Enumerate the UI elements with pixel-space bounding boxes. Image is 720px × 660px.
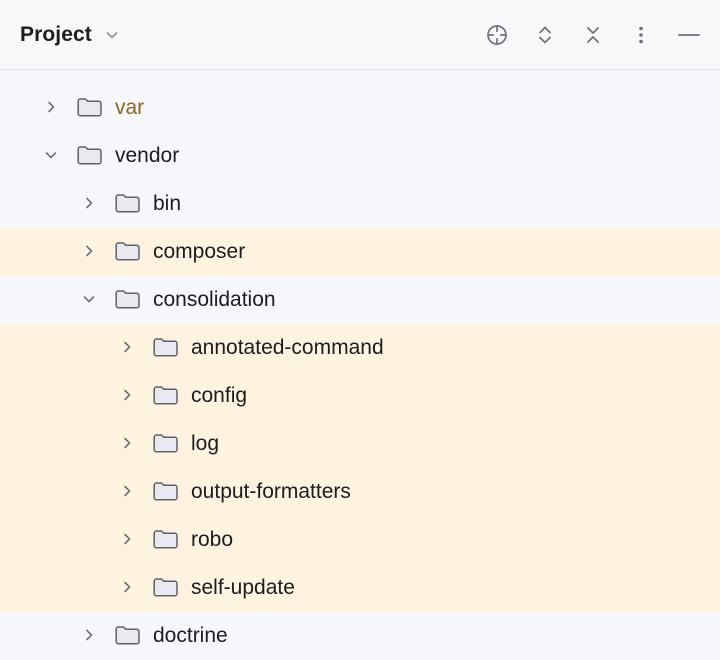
expand-all-button[interactable] xyxy=(532,22,558,48)
tree-row-label: composer xyxy=(153,239,246,263)
tree-row[interactable]: log xyxy=(0,419,720,467)
folder-icon xyxy=(76,131,103,179)
chevron-right-icon[interactable] xyxy=(114,515,140,563)
tree-row-label: log xyxy=(191,431,220,455)
folder-icon xyxy=(76,83,103,131)
chevron-right-icon[interactable] xyxy=(114,419,140,467)
tree-row-label: output-formatters xyxy=(191,479,351,503)
project-title-dropdown[interactable]: Project xyxy=(20,24,121,45)
vertical-dots-icon xyxy=(628,22,654,48)
chevron-right-icon[interactable] xyxy=(76,611,102,659)
tree-row[interactable]: consolidation xyxy=(0,275,720,323)
tree-row-label: var xyxy=(115,95,145,119)
folder-icon xyxy=(152,467,179,515)
folder-icon xyxy=(152,371,179,419)
tree-row[interactable]: bin xyxy=(0,179,720,227)
tree-row-label: robo xyxy=(191,527,234,551)
tree-row[interactable]: self-update xyxy=(0,563,720,611)
chevron-right-icon[interactable] xyxy=(114,323,140,371)
chevron-right-icon[interactable] xyxy=(114,467,140,515)
tree-row-label: doctrine xyxy=(153,623,228,647)
chevron-right-icon[interactable] xyxy=(114,371,140,419)
collapse-all-button[interactable] xyxy=(580,22,606,48)
tree-row-label: bin xyxy=(153,191,182,215)
tree-row[interactable]: vendor xyxy=(0,131,720,179)
chevron-right-icon[interactable] xyxy=(76,227,102,275)
tree-row-label: annotated-command xyxy=(191,335,384,359)
tree-row[interactable]: config xyxy=(0,371,720,419)
chevron-down-icon[interactable] xyxy=(103,26,121,44)
folder-icon xyxy=(152,323,179,371)
tree-row[interactable]: annotated-command xyxy=(0,323,720,371)
folder-icon xyxy=(152,563,179,611)
project-file-tree[interactable]: var vendor bin composer consolidation annotat… xyxy=(0,70,720,660)
folder-icon xyxy=(114,611,141,659)
chevron-down-icon[interactable] xyxy=(38,131,64,179)
folder-icon xyxy=(152,419,179,467)
folder-icon xyxy=(114,179,141,227)
panel-header: Project xyxy=(0,0,720,70)
tree-row[interactable]: composer xyxy=(0,227,720,275)
crosshair-target-icon xyxy=(484,22,510,48)
folder-icon xyxy=(152,515,179,563)
more-options-button[interactable] xyxy=(628,22,654,48)
hide-panel-button[interactable] xyxy=(676,22,702,48)
tree-row[interactable]: robo xyxy=(0,515,720,563)
expand-all-icon xyxy=(532,22,558,48)
chevron-right-icon[interactable] xyxy=(76,179,102,227)
chevron-down-icon[interactable] xyxy=(76,275,102,323)
tree-row[interactable]: var xyxy=(0,83,720,131)
panel-actions xyxy=(484,22,702,48)
chevron-right-icon[interactable] xyxy=(114,563,140,611)
page-title: Project xyxy=(20,23,92,46)
folder-icon xyxy=(114,227,141,275)
tree-row[interactable]: doctrine xyxy=(0,611,720,659)
folder-icon xyxy=(114,275,141,323)
tree-row-label: vendor xyxy=(115,143,180,167)
tree-row-label: config xyxy=(191,383,248,407)
select-opened-file-button[interactable] xyxy=(484,22,510,48)
tree-row[interactable]: output-formatters xyxy=(0,467,720,515)
tree-row-label: self-update xyxy=(191,575,295,599)
tree-row-label: consolidation xyxy=(153,287,276,311)
collapse-all-icon xyxy=(580,22,606,48)
chevron-right-icon[interactable] xyxy=(38,83,64,131)
minimize-dash-icon xyxy=(675,22,703,48)
